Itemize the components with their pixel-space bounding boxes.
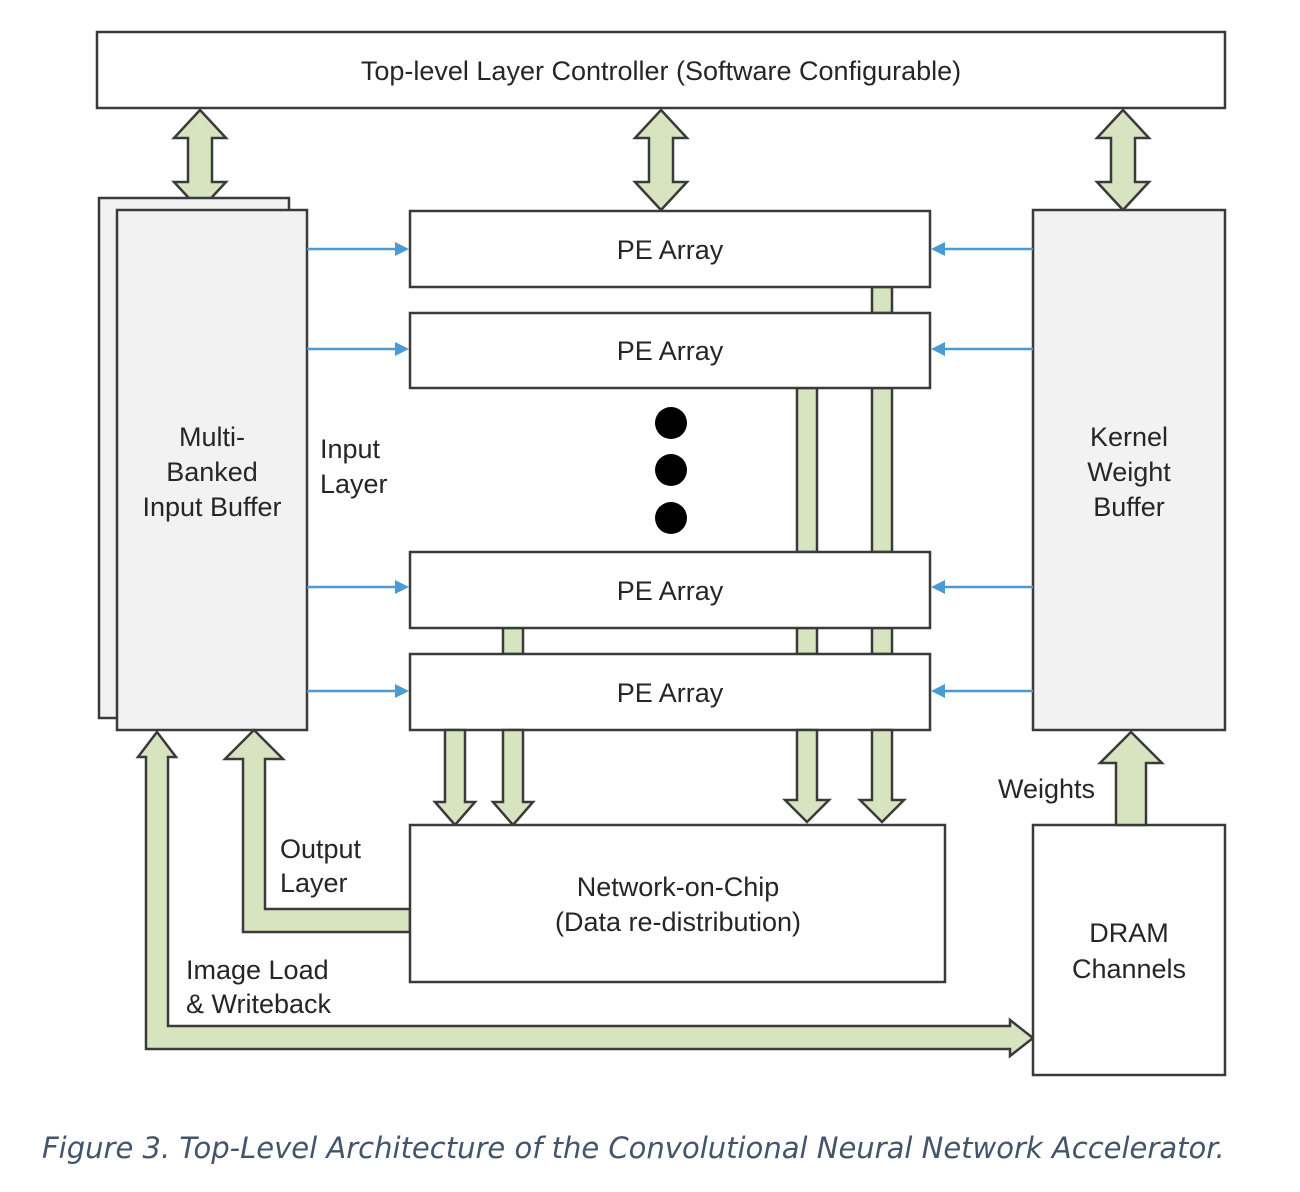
dram-label-1: DRAM [1089,918,1169,948]
weight-signal-arrows [931,242,1033,698]
kernel-buffer-label-3: Buffer [1093,492,1165,522]
input-buffer-label-1: Multi- [179,422,245,452]
pe-bus-bar [870,626,894,656]
ellipsis-dot [655,502,687,534]
input-signal-arrows [307,242,409,698]
controller-box [95,30,1227,110]
image-load-label-1: Image Load [186,955,329,985]
pe-to-noc-arrow [856,728,908,824]
dram-label-2: Channels [1072,954,1186,984]
weights-label: Weights [998,774,1095,804]
input-buffer-label-2: Banked [166,457,258,487]
input-buffer-label-3: Input Buffer [142,492,281,522]
pe-array-box [408,311,932,390]
control-bus-center-arrow [632,108,690,212]
input-layer-label-2: Layer [320,469,388,499]
input-buffer-box [115,208,309,732]
pe-array-label: PE Array [617,576,724,606]
pe-array-box [408,652,932,732]
figure-caption: Figure 3. Top-Level Architecture of the … [42,1131,1225,1165]
controller-label: Top-level Layer Controller (Software Con… [361,56,961,86]
pe-bus-bar [501,626,525,656]
output-layer-label-2: Layer [280,868,348,898]
pe-array-label: PE Array [617,336,724,366]
weights-bus-arrow [1096,730,1166,827]
control-bus-right-arrow [1094,108,1152,212]
pe-array-label: PE Array [617,678,724,708]
pe-to-noc-arrow [490,728,536,827]
pe-array-label: PE Array [617,235,724,265]
pe-array-box [408,550,932,630]
noc-label-2: (Data re-distribution) [555,907,801,937]
ellipsis-dot [655,454,687,486]
pe-bus-bar [795,386,819,554]
ellipsis-dot [655,407,687,439]
pe-bus-bar [795,626,819,656]
pe-array-box [408,209,932,289]
kernel-buffer-label-1: Kernel [1090,422,1168,452]
kernel-buffer-label-2: Weight [1087,457,1171,487]
pe-bus-bar [870,386,894,554]
network-on-chip-box [408,823,947,984]
output-layer-bus-arrow [221,728,412,934]
control-bus-left-arrow [171,108,229,212]
kernel-weight-buffer-box [1031,208,1227,732]
noc-label-1: Network-on-Chip [577,872,780,902]
pe-to-noc-arrow [432,728,478,827]
image-load-label-2: & Writeback [186,989,332,1019]
pe-to-noc-arrow [781,728,833,824]
input-layer-label-1: Input [320,434,381,464]
dram-channels-box [1031,823,1227,1077]
pe-bus-bar [870,285,894,315]
output-layer-label-1: Output [280,834,362,864]
